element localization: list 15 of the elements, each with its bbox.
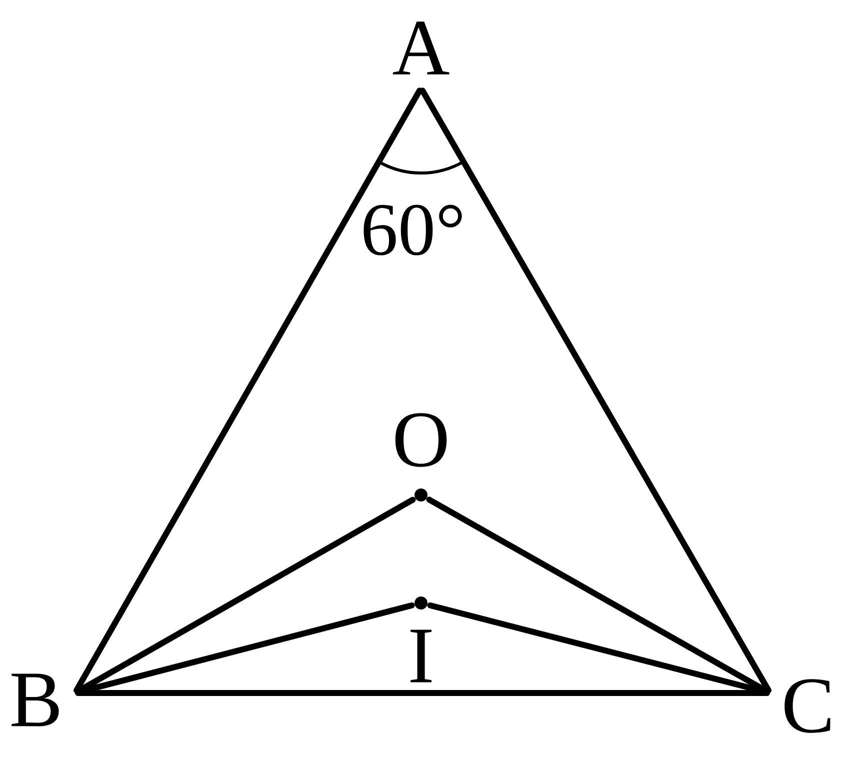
line-segment <box>74 602 415 696</box>
line-segment <box>74 88 423 694</box>
line-segment <box>75 690 770 696</box>
line-segment <box>420 88 772 694</box>
angle-label: 60° <box>364 204 462 256</box>
vertex: A <box>392 22 450 74</box>
node-label: O <box>395 413 447 467</box>
vertex: B <box>12 674 59 726</box>
point: I <box>410 596 432 682</box>
line-segment <box>74 496 416 694</box>
line-segment <box>427 602 770 696</box>
node-label: I <box>410 630 432 682</box>
line-segment <box>426 496 770 695</box>
point: O <box>395 413 447 502</box>
vertex: C <box>784 679 830 733</box>
